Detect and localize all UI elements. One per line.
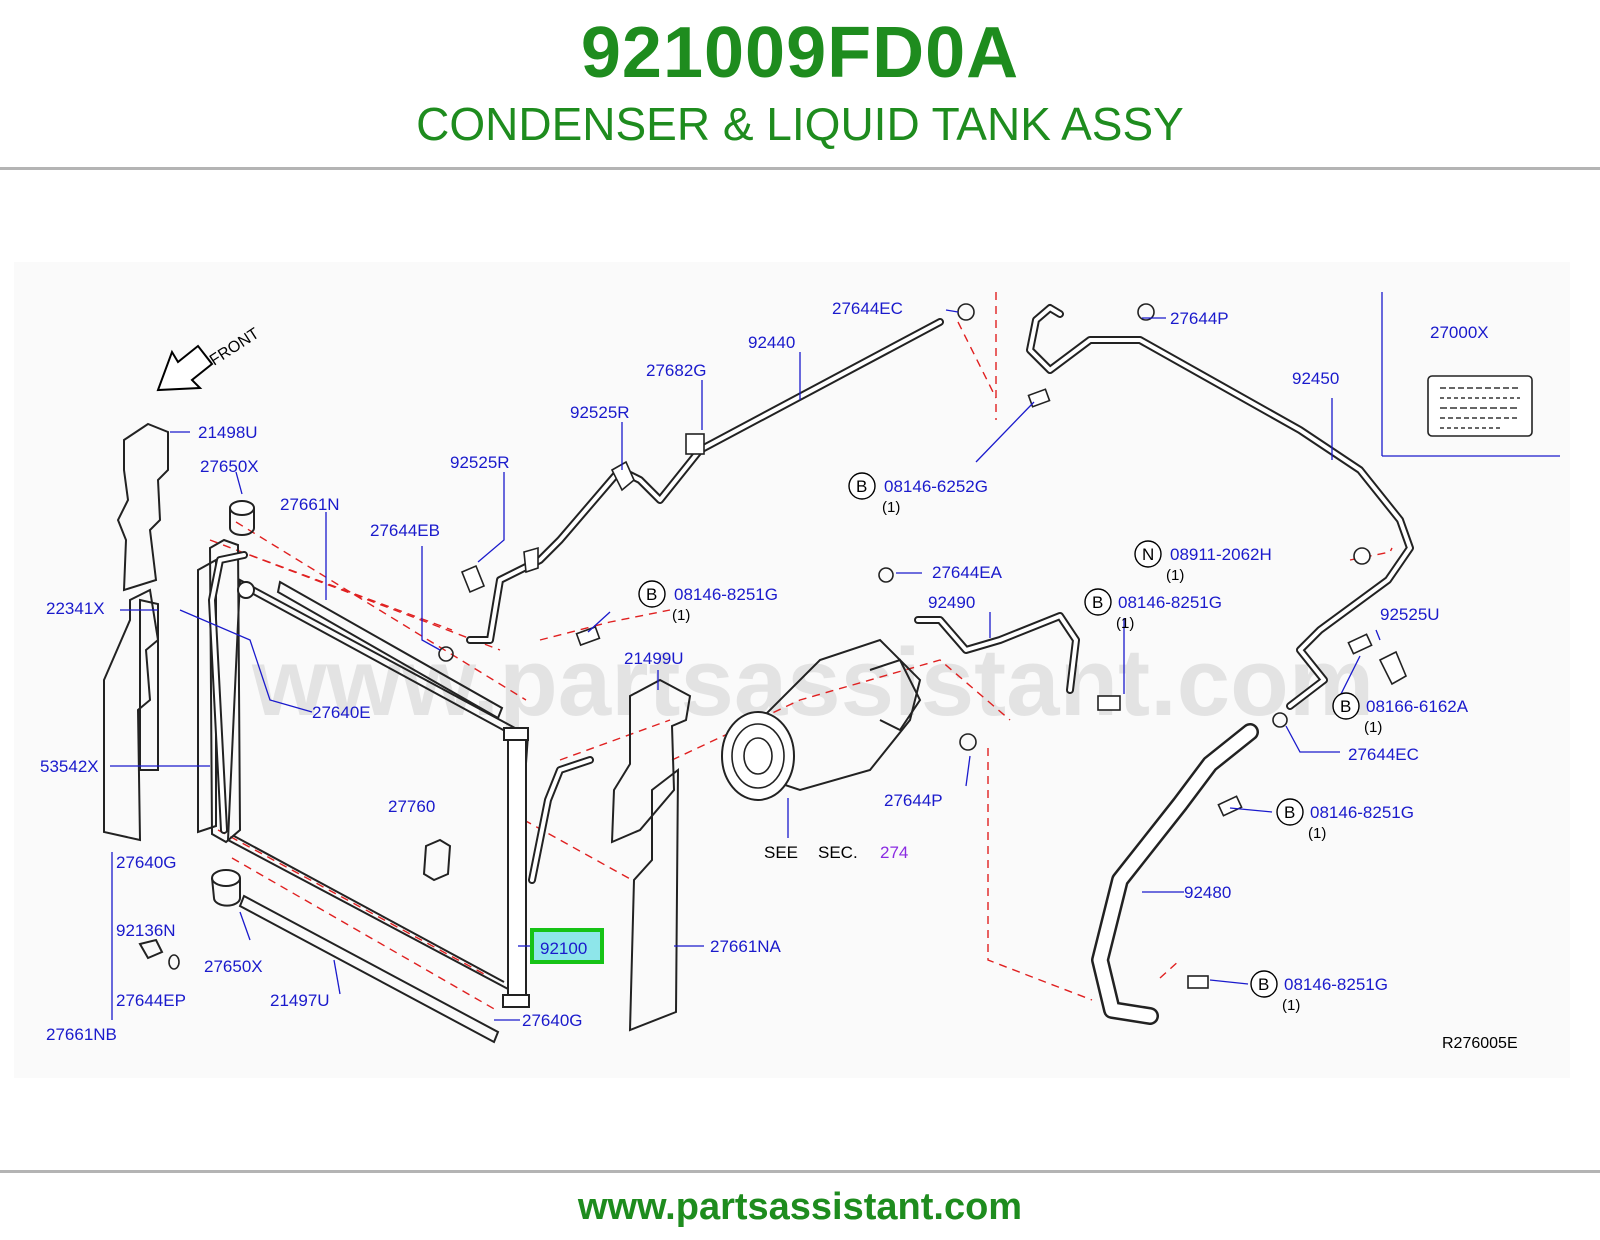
mount-27640E — [237, 581, 255, 599]
callout-5-qty: (1) — [1364, 719, 1382, 736]
callout-7-qty: (1) — [1282, 997, 1300, 1014]
callout-4-letter: B — [1092, 593, 1103, 612]
label-92136N[interactable]: 92136N — [116, 921, 176, 940]
label-27644EA[interactable]: 27644EA — [932, 563, 1003, 582]
label-92480[interactable]: 92480 — [1184, 883, 1231, 902]
pipe-92440 — [466, 318, 944, 644]
label-27661N[interactable]: 27661N — [280, 495, 340, 514]
side-tank-left — [197, 538, 242, 844]
label-92525R-a[interactable]: 92525R — [570, 403, 630, 422]
callout-4-qty: (1) — [1116, 615, 1134, 632]
label-21497U[interactable]: 21497U — [270, 991, 330, 1010]
label-21498U[interactable]: 21498U — [198, 423, 258, 442]
label-27644EP[interactable]: 27644EP — [116, 991, 186, 1010]
label-27682G[interactable]: 27682G — [646, 361, 707, 380]
pipe-92450 — [1026, 304, 1414, 710]
label-21499U[interactable]: 21499U — [624, 649, 684, 668]
shield-21498U — [116, 422, 169, 592]
callout-1-letter: B — [856, 477, 867, 496]
label-92490[interactable]: 92490 — [928, 593, 975, 612]
callout-3-part[interactable]: 08911-2062H — [1170, 545, 1272, 564]
label-27650X-top[interactable]: 27650X — [200, 457, 259, 476]
highlight-box-92100 — [530, 928, 604, 964]
hardware-parts — [438, 303, 1408, 989]
label-92525R-b[interactable]: 92525R — [450, 453, 510, 472]
receiver-tank-92100 — [502, 727, 530, 1008]
hose-92480 — [1091, 723, 1259, 1025]
sec-text: SEC. — [818, 843, 858, 862]
pipe-27640-left — [208, 551, 248, 834]
leader-lines — [110, 309, 1381, 1021]
section-274-link[interactable]: 274 — [880, 843, 908, 862]
callout-2-qty: (1) — [672, 607, 690, 624]
callout-3[interactable]: N 08911-2062H (1) — [1134, 540, 1272, 584]
front-arrow-icon — [156, 344, 214, 392]
diagram-reference-code: R276005E — [1442, 1035, 1518, 1052]
pipe-92490 — [914, 612, 1080, 694]
label-27661NB[interactable]: 27661NB — [46, 1025, 117, 1044]
label-27640E[interactable]: 27640E — [312, 703, 371, 722]
shield-53542X — [103, 588, 160, 842]
mount-27650X-top — [229, 500, 255, 536]
parts-diagram: www.partsassistant.com FRONT — [40, 292, 1560, 1052]
label-27650X-bottom[interactable]: 27650X — [204, 957, 263, 976]
callout-6-qty: (1) — [1308, 825, 1326, 842]
label-27640G-left[interactable]: 27640G — [116, 853, 177, 872]
label-53542X[interactable]: 53542X — [40, 757, 99, 776]
callout-5-letter: B — [1340, 697, 1351, 716]
callout-6-part[interactable]: 08146-8251G — [1310, 803, 1414, 822]
part-number-title: 921009FD0A — [580, 13, 1020, 93]
callout-6[interactable]: B 08146-8251G (1) — [1276, 798, 1414, 842]
label-27644EC-top[interactable]: 27644EC — [832, 299, 903, 318]
label-92525U[interactable]: 92525U — [1380, 605, 1440, 624]
part-description-title: CONDENSER & LIQUID TANK ASSY — [416, 98, 1184, 150]
label-27644P-top[interactable]: 27644P — [1170, 309, 1229, 328]
see-text: SEE — [764, 843, 798, 862]
label-92450[interactable]: 92450 — [1292, 369, 1339, 388]
callout-7[interactable]: B 08146-8251G (1) — [1250, 970, 1388, 1014]
label-22341X[interactable]: 22341X — [46, 599, 105, 618]
shield-27661NA — [628, 767, 680, 1032]
label-92100-highlighted[interactable]: 92100 — [540, 939, 587, 958]
label-92440[interactable]: 92440 — [748, 333, 795, 352]
seal-22341X — [139, 598, 159, 771]
label-27661NA[interactable]: 27661NA — [710, 937, 782, 956]
callout-4[interactable]: B 08146-8251G (1) — [1084, 588, 1222, 632]
mount-27650X-bottom — [211, 869, 241, 907]
callout-5-part[interactable]: 08166-6162A — [1366, 697, 1469, 716]
page-header: 921009FD0A CONDENSER & LIQUID TANK ASSY — [0, 0, 1600, 170]
label-plate-27000X — [1381, 292, 1560, 457]
callout-2-letter: B — [646, 585, 657, 604]
callout-3-qty: (1) — [1166, 567, 1184, 584]
header-divider — [0, 167, 1600, 170]
callout-1[interactable]: B 08146-6252G (1) — [848, 472, 988, 516]
callout-7-part[interactable]: 08146-8251G — [1284, 975, 1388, 994]
label-27000X[interactable]: 27000X — [1430, 323, 1489, 342]
callout-2-part[interactable]: 08146-8251G — [674, 585, 778, 604]
label-27644EB[interactable]: 27644EB — [370, 521, 440, 540]
watermark-text: www.partsassistant.com — [251, 629, 1374, 736]
callout-5[interactable]: B 08166-6162A (1) — [1332, 692, 1469, 736]
callout-4-part[interactable]: 08146-8251G — [1118, 593, 1222, 612]
callout-3-letter: N — [1142, 545, 1154, 564]
callout-7-letter: B — [1258, 975, 1269, 994]
footer-divider — [0, 1170, 1600, 1173]
label-27640G-bottom[interactable]: 27640G — [522, 1011, 583, 1030]
sensor-92136N — [138, 938, 180, 970]
callout-6-letter: B — [1284, 803, 1295, 822]
clip-27760 — [422, 838, 452, 882]
insulator-21497U — [238, 894, 500, 1044]
insulator-27661N — [276, 580, 504, 720]
callout-2[interactable]: B 08146-8251G (1) — [638, 580, 778, 624]
pipe-92100-side — [528, 756, 594, 884]
compressor — [721, 638, 922, 801]
label-27644P-mid[interactable]: 27644P — [884, 791, 943, 810]
shield-21499U — [610, 678, 692, 844]
label-27644EC-right[interactable]: 27644EC — [1348, 745, 1419, 764]
callout-1-part[interactable]: 08146-6252G — [884, 477, 988, 496]
callout-1-qty: (1) — [882, 499, 900, 516]
footer-website-link[interactable]: www.partsassistant.com — [577, 1186, 1023, 1228]
label-27760[interactable]: 27760 — [388, 797, 435, 816]
